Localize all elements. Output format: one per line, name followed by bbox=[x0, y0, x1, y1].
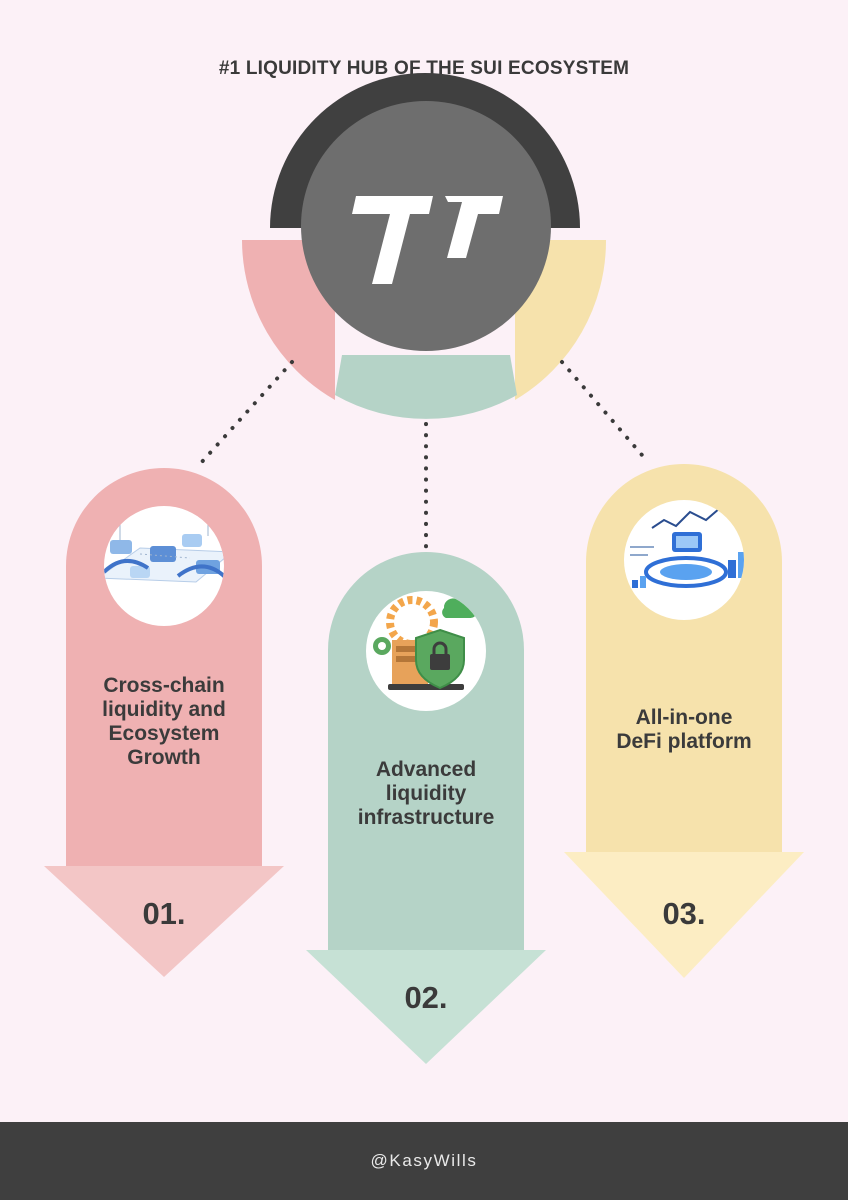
step-02-number: 02. bbox=[404, 980, 448, 1015]
dotted-connectors bbox=[198, 360, 650, 550]
brand-logo-icon bbox=[352, 196, 503, 284]
step-01-label: Cross-chain liquidity and Ecosystem Grow… bbox=[102, 674, 226, 769]
step-02-label: Advanced liquidity infrastructure bbox=[357, 758, 495, 829]
defi-platform-icon bbox=[624, 500, 744, 620]
cross-chain-network-icon bbox=[104, 506, 224, 626]
footer-bar: @KasyWills bbox=[0, 1122, 848, 1200]
hub-ring bbox=[242, 73, 607, 419]
hub-circle bbox=[301, 101, 551, 351]
step-03-number: 03. bbox=[662, 896, 706, 931]
step-01-number: 01. bbox=[142, 896, 186, 931]
security-infrastructure-icon bbox=[366, 591, 486, 711]
page-title: #1 LIQUIDITY HUB OF THE SUI ECOSYSTEM bbox=[218, 58, 630, 79]
step-03-label: All-in-one DeFi platform bbox=[616, 706, 752, 753]
author-handle: @KasyWills bbox=[370, 1151, 478, 1170]
